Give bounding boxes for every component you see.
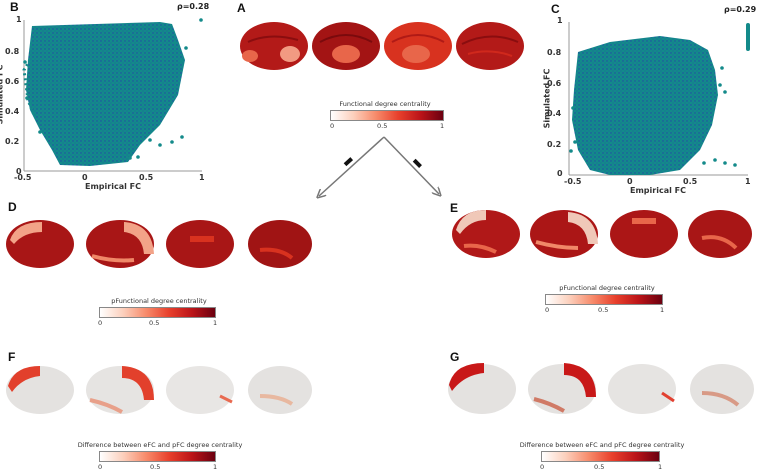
- brain-medial-right: [384, 22, 452, 70]
- ytick-b-0: 0: [16, 167, 22, 176]
- colorbar-f: [99, 451, 216, 462]
- ytick-c-0.4: 0.4: [547, 109, 562, 118]
- ylabel-c: Simulated FC: [542, 68, 552, 129]
- colorbar-e-tick-0: 0: [545, 306, 550, 314]
- xtick-c-0: 0: [627, 177, 633, 186]
- colorbar-f-tick-1: 1: [213, 463, 218, 471]
- ylabel-b: Simulated FC: [0, 64, 5, 125]
- colorbar-title-g: Difference between eFC and pFC degree ce…: [519, 441, 685, 449]
- xtick-c-neg0.5: -0.5: [564, 177, 582, 186]
- colorbar-title-f: Difference between eFC and pFC degree ce…: [77, 441, 243, 449]
- colorbar-g: [541, 451, 660, 462]
- brain-surfaces-d: [6, 220, 312, 268]
- colorbar-a-tick-0: 0: [330, 122, 335, 130]
- xtick-b-neg0.5: -0.5: [14, 173, 32, 182]
- xtick-b-0: 0: [82, 173, 88, 182]
- xtick-b-1: 1: [199, 173, 205, 182]
- panel-letter-g: G: [450, 350, 460, 364]
- colorbar-a: [330, 110, 444, 121]
- panel-letter-c: C: [551, 2, 560, 16]
- rho-annotation-b: ρ=0.28: [177, 2, 210, 11]
- brain-lateral-right: [456, 22, 524, 70]
- colorbar-f-tick-0.5: 0.5: [150, 463, 161, 471]
- ytick-c-0.2: 0.2: [547, 140, 562, 149]
- rho-annotation-c: ρ=0.29: [724, 5, 757, 14]
- colorbar-e-tick-1: 1: [660, 306, 665, 314]
- colorbar-g-tick-1: 1: [658, 463, 663, 471]
- colorbar-d: [99, 307, 216, 318]
- brain-surfaces-a: [240, 22, 524, 70]
- ytick-b-0.8: 0.8: [5, 47, 20, 56]
- xtick-c-1: 1: [745, 177, 751, 186]
- colorbar-g-tick-0.5: 0.5: [594, 463, 605, 471]
- brain-surfaces-f: [6, 366, 312, 414]
- ytick-c-0.8: 0.8: [547, 48, 562, 57]
- scatter-plot-c: [568, 22, 750, 176]
- colorbar-title-d: pFunctional degree centrality: [111, 297, 207, 305]
- ytick-b-1: 1: [16, 15, 22, 24]
- xtick-b-0.5: 0.5: [139, 173, 154, 182]
- branching-arrows: [300, 136, 460, 205]
- xtick-c-0.5: 0.5: [683, 177, 698, 186]
- panel-letter-b: B: [10, 0, 19, 14]
- panel-letter-f: F: [8, 350, 16, 364]
- panel-letter-e: E: [450, 201, 459, 215]
- colorbar-title-a: Functional degree centrality: [339, 100, 431, 108]
- colorbar-e: [545, 294, 663, 305]
- colorbar-d-tick-0: 0: [98, 319, 103, 327]
- ytick-b-0.2: 0.2: [5, 137, 20, 146]
- scatter-plot-b: [22, 18, 203, 172]
- brain-surfaces-e: [452, 210, 752, 258]
- colorbar-title-e: pFunctional degree centrality: [559, 284, 655, 292]
- ytick-c-0.6: 0.6: [547, 79, 562, 88]
- ytick-b-0.4: 0.4: [5, 107, 20, 116]
- colorbar-f-tick-0: 0: [98, 463, 103, 471]
- xlabel-c: Empirical FC: [630, 186, 686, 195]
- panel-letter-a: A: [237, 1, 246, 15]
- colorbar-g-tick-0: 0: [540, 463, 545, 471]
- colorbar-a-tick-1: 1: [440, 122, 445, 130]
- colorbar-e-tick-0.5: 0.5: [598, 306, 609, 314]
- arrow-to-e-icon: [383, 136, 439, 194]
- colorbar-a-tick-0.5: 0.5: [377, 122, 388, 130]
- ytick-c-0: 0: [557, 169, 563, 178]
- arrow-to-d-icon: [319, 136, 385, 196]
- colorbar-d-tick-0.5: 0.5: [149, 319, 160, 327]
- xlabel-b: Empirical FC: [85, 182, 141, 191]
- brain-surfaces-g: [448, 363, 754, 414]
- colorbar-d-tick-1: 1: [213, 319, 218, 327]
- brain-lateral-left: [240, 22, 308, 70]
- ytick-c-1: 1: [557, 16, 563, 25]
- brain-medial-left: [312, 22, 380, 70]
- ytick-b-0.6: 0.6: [5, 77, 20, 86]
- panel-letter-d: D: [8, 200, 17, 214]
